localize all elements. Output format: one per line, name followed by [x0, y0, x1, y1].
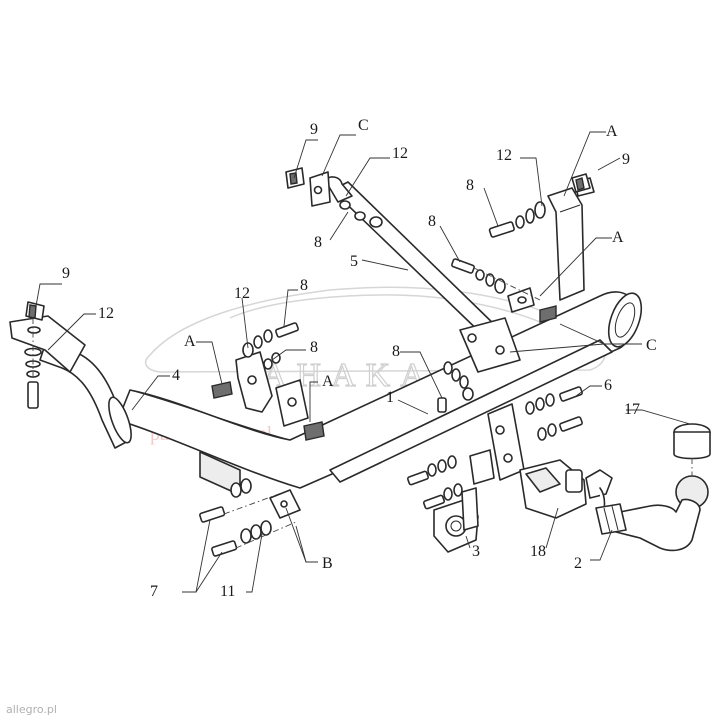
left-upper-bolt-stack	[242, 322, 299, 370]
bracket-c-left	[309, 171, 331, 207]
leader-lines	[35, 131, 691, 593]
watermark-car-outline	[144, 286, 606, 373]
label-a-right: A	[612, 229, 624, 246]
part-labels: 9 C 12 8 5 8 8 12 A 9 A C 8 1 6 17 3 18 …	[62, 117, 657, 600]
label-8-top-right: 8	[466, 177, 474, 194]
label-a-top-right: A	[606, 123, 618, 140]
label-3: 3	[472, 543, 480, 560]
label-8-left-strut: 8	[314, 234, 322, 251]
part-18-electrical-socket	[519, 459, 613, 521]
label-5: 5	[350, 253, 358, 270]
label-8-mid-upper: 8	[428, 213, 436, 230]
part-6-bolts	[525, 386, 583, 441]
top-right-bolt-stack	[488, 201, 546, 238]
label-a-center-left: A	[322, 373, 334, 390]
label-9-top-right: 9	[622, 151, 630, 168]
label-9-top-left: 9	[310, 121, 318, 138]
label-8-left-top: 8	[300, 277, 308, 294]
label-18: 18	[530, 543, 546, 560]
label-a-left: A	[184, 333, 196, 350]
lower-center-bolts	[406, 455, 463, 510]
left-fastener-stack	[24, 301, 45, 409]
bracket-b-left	[269, 489, 301, 519]
center-lower-bolt-stack	[437, 361, 474, 413]
label-2: 2	[574, 555, 582, 572]
left-mid-bracket	[211, 351, 325, 441]
label-c-right: C	[646, 337, 657, 354]
label-12-top-right: 12	[496, 147, 512, 164]
top-left-clip	[285, 167, 305, 189]
part-2-tow-neck	[595, 498, 701, 552]
watermark-car-roof	[229, 294, 541, 323]
label-12-left: 12	[234, 285, 250, 302]
footer-watermark: allegro.pl	[6, 703, 57, 716]
label-6: 6	[604, 377, 612, 394]
label-12-top-left: 12	[392, 145, 408, 162]
label-c-top: C	[358, 117, 369, 134]
middle-bolt-stack	[451, 258, 541, 301]
label-11: 11	[220, 583, 235, 600]
part-4-side-arm	[9, 315, 131, 449]
part-17-tow-ball	[673, 423, 711, 509]
label-1: 1	[386, 389, 394, 406]
label-8-left-mid: 8	[310, 339, 318, 356]
label-8-center: 8	[392, 343, 400, 360]
label-b: B	[322, 555, 333, 572]
label-7: 7	[150, 583, 158, 600]
right-vertical-bracket	[547, 177, 595, 301]
central-mount-plates	[459, 287, 557, 373]
label-17: 17	[624, 401, 640, 418]
label-12-far-left: 12	[98, 305, 114, 322]
label-4: 4	[172, 367, 180, 384]
label-9-left: 9	[62, 265, 70, 282]
top-right-clip	[571, 173, 591, 193]
